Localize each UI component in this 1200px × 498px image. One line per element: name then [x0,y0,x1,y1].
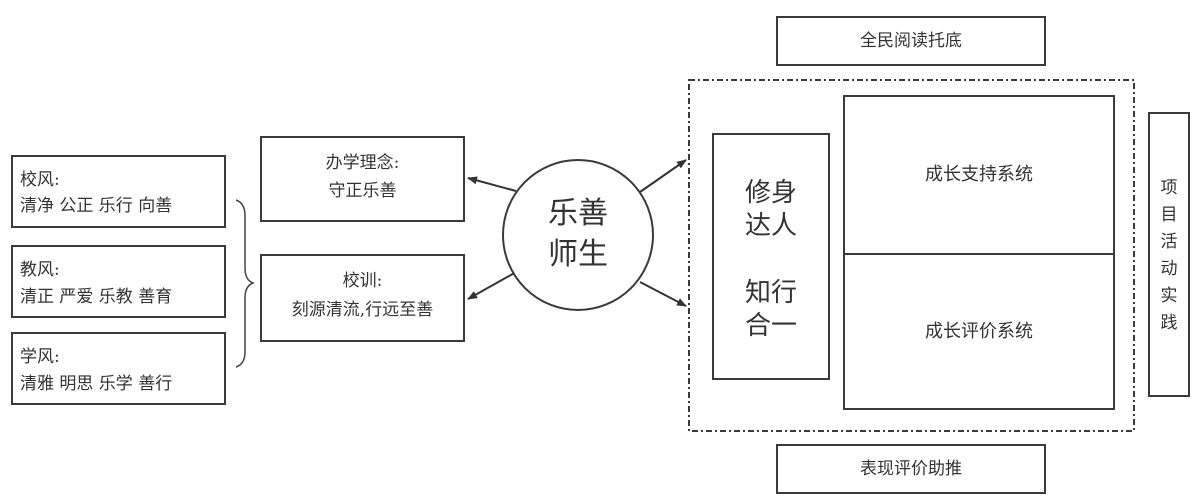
system-dashed-frame [688,79,1135,432]
inner-line-3: 知行 [744,278,797,308]
inner-line-4: 合一 [744,311,797,341]
project-practice-char-2: 目 [1160,205,1178,225]
inner-left-box [712,133,830,380]
growth-eval-label: 成长评价系统 [925,320,1033,342]
arrow-to-system-bottom [639,281,687,307]
center-line-1: 乐善 [548,196,608,231]
philosophy-title: 办学理念: [325,153,400,173]
center-circle [502,159,654,311]
arrow-to-philosophy [467,176,517,192]
learning-spirit-panel [11,332,226,405]
learning-spirit-content: 清雅 明思 乐学 善行 [20,374,173,394]
arrow-to-system-top [639,159,687,193]
project-practice-char-5: 实 [1160,286,1178,306]
teaching-spirit-title: 教风: [20,260,60,280]
top-label: 全民阅读托底 [860,30,962,51]
growth-eval-box: 成长评价系统 [843,253,1115,410]
project-practice-char-3: 活 [1160,232,1178,252]
arrow-to-motto [467,270,519,300]
philosophy-box [260,136,465,222]
motto-box [260,254,465,342]
project-practice-char-4: 动 [1160,259,1178,279]
learning-spirit-title: 学风: [20,347,60,367]
school-spirit-panel [11,155,226,228]
philosophy-content: 守正乐善 [328,181,397,201]
project-practice-char-1: 项 [1160,178,1178,198]
grouping-brace [235,199,256,368]
school-spirit-title: 校风: [20,170,60,190]
project-practice-box [1148,112,1190,397]
inner-line-2: 达人 [744,211,797,241]
inner-line-1: 修身 [744,178,797,208]
teaching-spirit-panel [11,245,226,318]
motto-content: 刻源清流,行远至善 [291,300,434,320]
growth-support-label: 成长支持系统 [925,164,1033,185]
top-label-box: 全民阅读托底 [776,16,1046,66]
project-practice-char-6: 践 [1160,313,1178,333]
school-spirit-content: 清净 公正 乐行 向善 [20,196,173,216]
center-line-2: 师生 [548,237,608,272]
motto-title: 校训: [342,271,383,291]
teaching-spirit-content: 清正 严爱 乐教 善育 [20,287,173,307]
bottom-label: 表现评价助推 [860,458,962,479]
bottom-label-box: 表现评价助推 [776,444,1046,494]
growth-support-box: 成长支持系统 [843,95,1115,255]
